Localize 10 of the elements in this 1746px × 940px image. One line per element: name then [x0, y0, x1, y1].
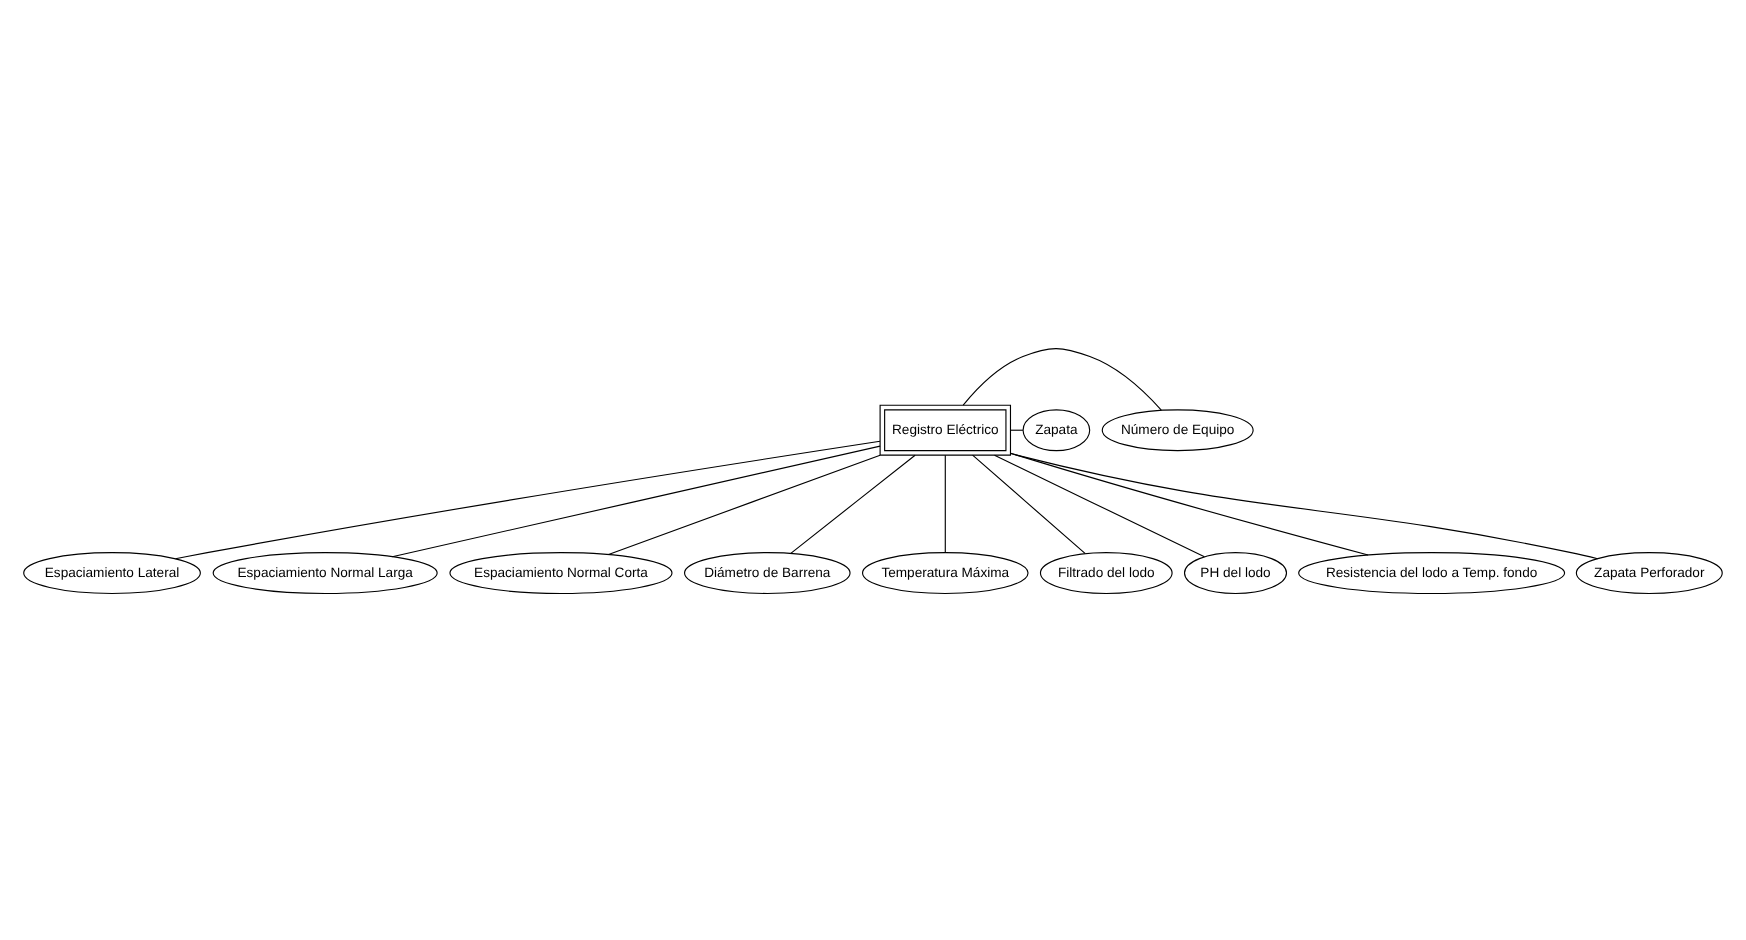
connector [972, 453, 1086, 553]
connector [608, 453, 881, 555]
connector [174, 439, 881, 559]
connector [1010, 451, 1599, 559]
connector [944, 453, 946, 553]
connector [391, 444, 881, 557]
connector [790, 453, 916, 553]
connector [962, 347, 1162, 410]
connector [993, 453, 1205, 557]
connector [1010, 451, 1369, 555]
